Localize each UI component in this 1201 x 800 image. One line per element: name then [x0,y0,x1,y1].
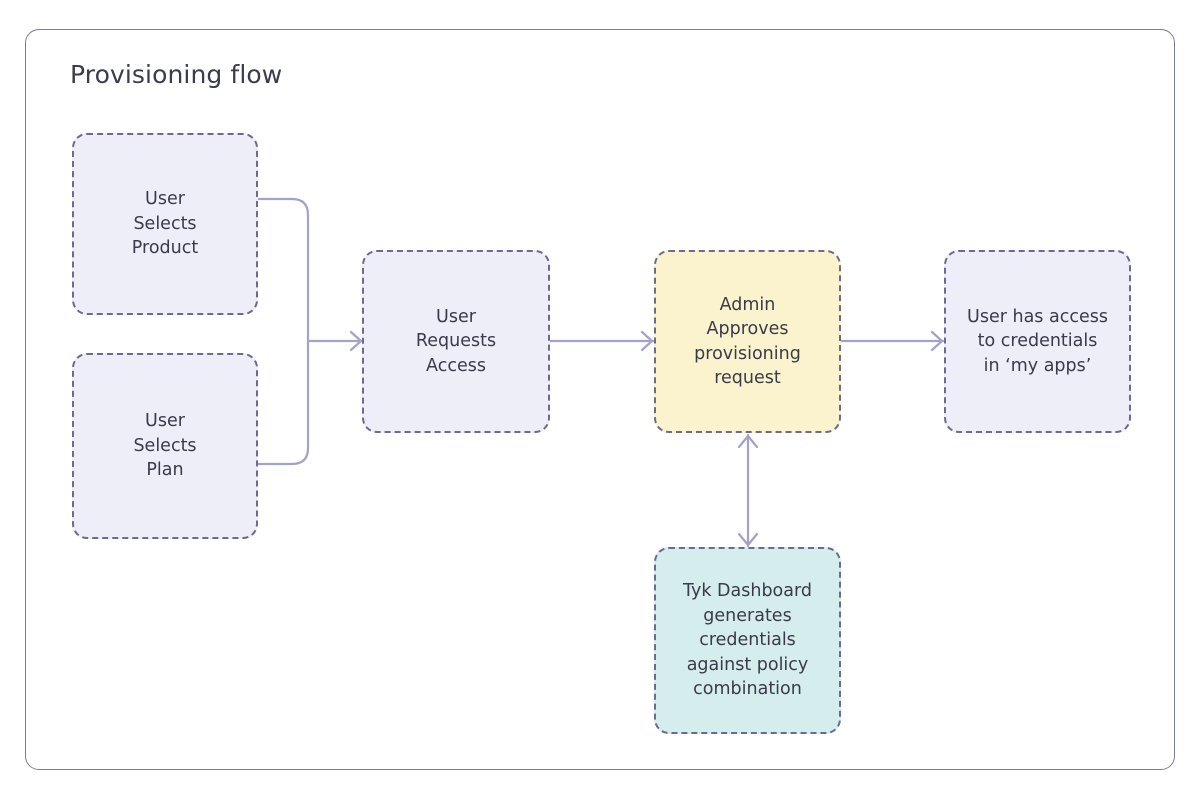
node-user-has-access[interactable]: User has access to credentials in ‘my ap… [944,250,1131,433]
node-tyk-dashboard[interactable]: Tyk Dashboard generates credentials agai… [654,547,841,734]
node-label: User Selects Plan [133,411,197,481]
node-label: Tyk Dashboard generates credentials agai… [683,581,812,700]
node-user-selects-product[interactable]: User Selects Product [72,133,258,315]
page-title: Provisioning flow [70,60,283,89]
node-label: User has access to credentials in ‘my ap… [967,306,1108,376]
node-label: Admin Approves provisioning request [694,294,801,389]
node-user-requests-access[interactable]: User Requests Access [362,250,550,433]
node-admin-approves[interactable]: Admin Approves provisioning request [654,250,841,433]
node-user-selects-plan[interactable]: User Selects Plan [72,353,258,539]
node-label: User Requests Access [415,306,497,376]
node-label: User Selects Product [131,189,199,259]
